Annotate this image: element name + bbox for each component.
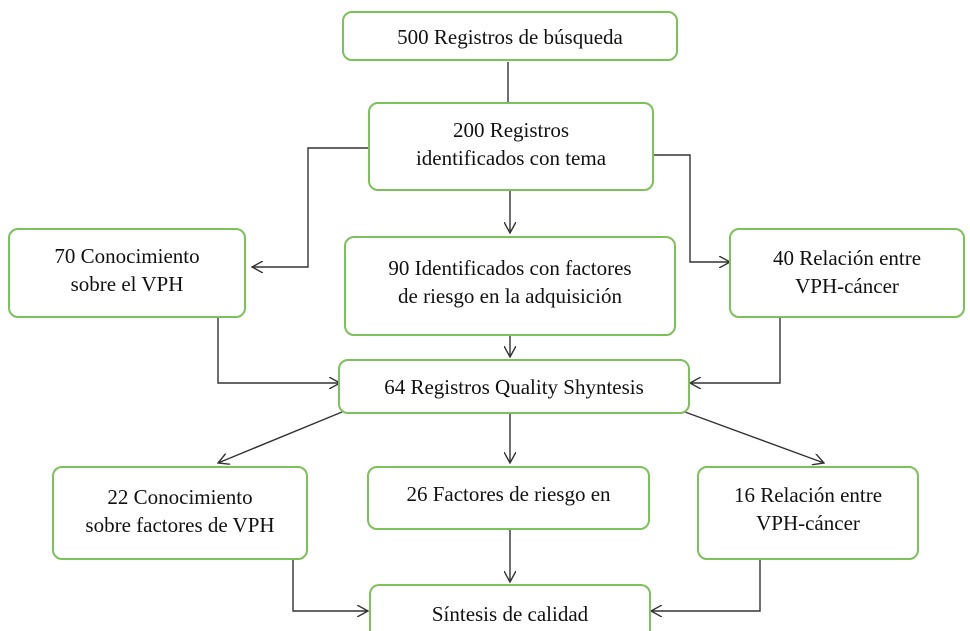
arrow-relation-cancer-to-synthesis bbox=[651, 560, 761, 611]
arrow-knowledge-to-quality bbox=[217, 318, 340, 383]
node-risk-factors-acquisition: 26 Factores de riesgo en bbox=[367, 466, 650, 530]
arrow-identified-to-relation bbox=[652, 154, 730, 262]
node-knowledge-vph-text: 70 Conocimiento sobre el VPH bbox=[54, 244, 200, 296]
node-knowledge-factors: 22 Conocimiento sobre factores de VPH bbox=[52, 466, 308, 560]
node-risk-factors-identified-text: 90 Identificados con factores de riesgo … bbox=[388, 256, 632, 308]
node-knowledge-factors-text: 22 Conocimiento sobre factores de VPH bbox=[85, 485, 275, 537]
node-quality-synthesis: Síntesis de calidad bbox=[369, 584, 651, 631]
node-quality-synthesis-records-text: 64 Registros Quality Shyntesis bbox=[384, 375, 644, 399]
arrow-identified-to-knowledge bbox=[252, 147, 369, 267]
node-search-records: 500 Registros de búsqueda bbox=[342, 11, 678, 61]
node-relation-cancer-16: 16 Relación entre VPH-cáncer bbox=[697, 466, 919, 560]
node-quality-synthesis-text: Síntesis de calidad bbox=[431, 602, 589, 626]
text-cutoff bbox=[377, 514, 640, 528]
arrow-quality-to-knowledge-factors bbox=[218, 411, 343, 463]
text-cutoff bbox=[354, 318, 666, 334]
arrow-relation-to-quality bbox=[690, 318, 781, 383]
node-risk-factors-identified: 90 Identificados con factores de riesgo … bbox=[344, 236, 676, 336]
node-quality-synthesis-records: 64 Registros Quality Shyntesis bbox=[338, 359, 690, 414]
node-identified-records: 200 Registros identificados con tema bbox=[368, 102, 654, 191]
node-relation-vph-cancer-text: 40 Relación entre VPH-cáncer bbox=[772, 246, 922, 298]
text-cutoff bbox=[707, 543, 909, 558]
node-relation-cancer-16-text: 16 Relación entre VPH-cáncer bbox=[733, 483, 883, 535]
arrow-knowledge-factors-to-synthesis bbox=[292, 560, 368, 611]
node-identified-records-text: 200 Registros identificados con tema bbox=[415, 118, 607, 170]
node-knowledge-vph: 70 Conocimiento sobre el VPH bbox=[8, 228, 246, 318]
text-cutoff bbox=[739, 304, 955, 316]
node-search-records-text: 500 Registros de búsqueda bbox=[397, 25, 623, 49]
node-risk-factors-acquisition-text: 26 Factores de riesgo en bbox=[406, 482, 611, 506]
node-relation-vph-cancer: 40 Relación entre VPH-cáncer bbox=[729, 228, 965, 318]
arrow-quality-to-relation-cancer bbox=[684, 411, 824, 463]
text-cutoff bbox=[378, 175, 644, 189]
